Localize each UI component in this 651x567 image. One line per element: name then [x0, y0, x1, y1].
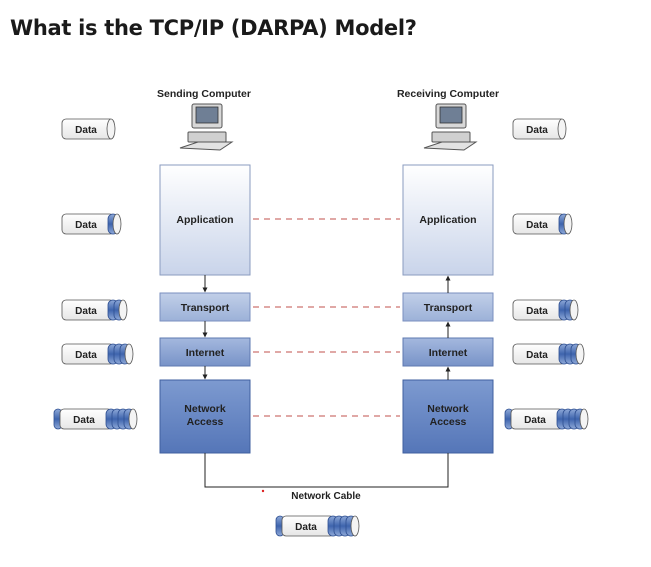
receiving-data-packet-internet: Data [512, 343, 585, 365]
packet-cap [563, 213, 573, 235]
receiving-computer-label: Receiving Computer [397, 88, 499, 100]
network-cable-label: Network Cable [291, 491, 361, 502]
packet-label: Data [75, 125, 97, 136]
receiving-data-packet-network: Data [504, 408, 589, 430]
packet-cap [106, 118, 116, 140]
packet-cap [579, 408, 589, 430]
sending-application-box [159, 164, 251, 276]
sending-access-label: Access [187, 416, 224, 428]
peer-lines [253, 218, 400, 417]
sending-internet-label: Internet [186, 347, 225, 359]
receiving-data-packet-top: Data [512, 118, 567, 140]
data-packets: DataDataDataDataDataDataDataDataDataData… [53, 118, 589, 537]
receiving-network-access-box [402, 379, 494, 454]
receiving-application-label: Application [419, 214, 476, 226]
sending-network-label: Network [184, 403, 226, 415]
packet-label: Data [75, 350, 97, 361]
receiving-transport-box [402, 292, 494, 322]
sending-data-packet-internet: Data [61, 343, 134, 365]
receiving-transport-label: Transport [424, 302, 473, 314]
packet-cap [112, 213, 122, 235]
sending-data-packet-network: Data [53, 408, 138, 430]
red-dot [261, 489, 265, 493]
packet-cap [124, 343, 134, 365]
receiving-access-label: Access [430, 416, 467, 428]
receiving-computer-icon [423, 103, 478, 151]
packet-label: Data [295, 522, 317, 533]
receiving-application-box [402, 164, 494, 276]
page-title: What is the TCP/IP (DARPA) Model? [10, 16, 417, 40]
packet-label: Data [75, 220, 97, 231]
receiving-data-packet-application: Data [512, 213, 573, 235]
packet-label: Data [526, 306, 548, 317]
sending-computer-label: Sending Computer [157, 88, 251, 100]
receiving-internet-label: Internet [429, 347, 468, 359]
sending-data-packet-transport: Data [61, 299, 128, 321]
packet-label: Data [526, 350, 548, 361]
sending-computer-icon [179, 103, 234, 151]
sending-application-label: Application [176, 214, 233, 226]
packet-label: Data [524, 415, 546, 426]
packet-cap [557, 118, 567, 140]
packet-cap [128, 408, 138, 430]
packet-label: Data [73, 415, 95, 426]
receiving-network-label: Network [427, 403, 469, 415]
sending-data-packet-application: Data [61, 213, 122, 235]
packet-label: Data [526, 125, 548, 136]
packet-label: Data [526, 220, 548, 231]
network-cable-line [204, 453, 449, 488]
sending-data-packet-top: Data [61, 118, 116, 140]
packet-cap [575, 343, 585, 365]
packet-cap [569, 299, 579, 321]
packet-label: Data [75, 306, 97, 317]
cable-data-packet: Data [275, 515, 360, 537]
packet-cap [350, 515, 360, 537]
sending-transport-label: Transport [181, 302, 230, 314]
receiving-data-packet-transport: Data [512, 299, 579, 321]
packet-cap [118, 299, 128, 321]
